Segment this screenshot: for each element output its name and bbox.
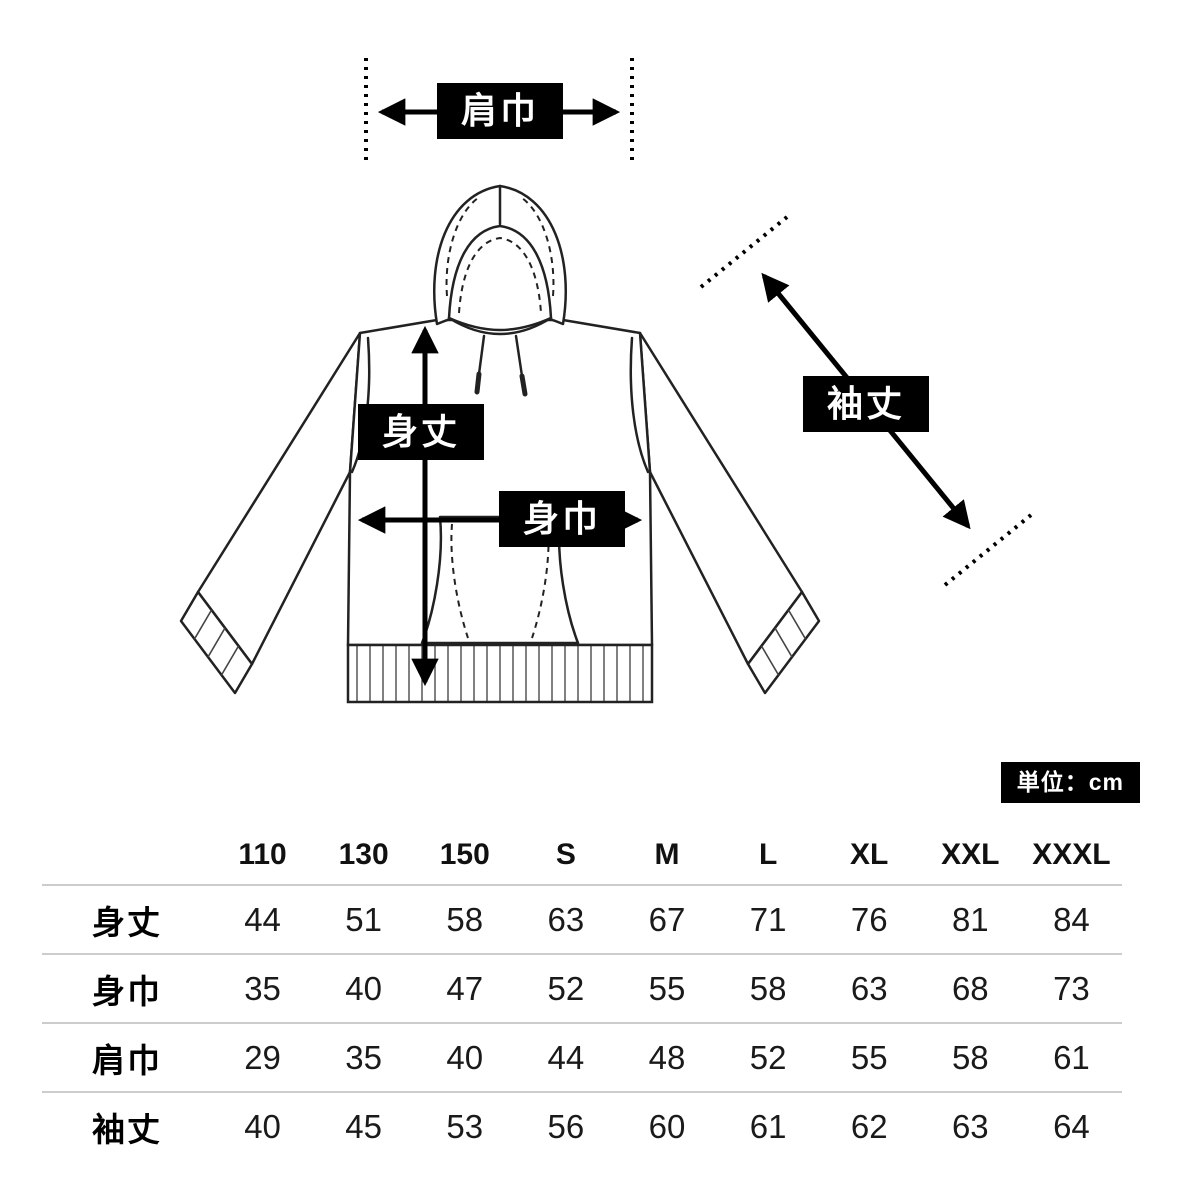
size-value-cell: 44 (244, 900, 281, 938)
size-value-cell: 71 (749, 900, 787, 938)
left-sleeve (179, 331, 362, 695)
size-value-cell: 29 (244, 1038, 281, 1076)
hem-band (346, 643, 654, 704)
measurement-row-label: 肩巾 (92, 1041, 162, 1079)
size-table: 110 130 150 S M L XL XXL XXXL 身丈 44 51 58 63 67 71 76 81 8… (42, 826, 1122, 1160)
size-value-cell: 63 (850, 969, 888, 1007)
size-value-cell: 35 (244, 969, 281, 1007)
right-sleeve (638, 331, 821, 695)
size-table-row: 身巾 35 40 47 52 55 58 63 68 73 (42, 954, 1122, 1023)
size-table-row: 肩巾 29 35 40 44 48 52 55 58 61 (42, 1023, 1122, 1092)
size-value-cell: 68 (951, 969, 989, 1007)
size-column-header: L (758, 838, 778, 871)
size-table-header-row: 110 130 150 S M L XL XXL XXXL (42, 826, 1122, 885)
size-value-cell: 58 (446, 900, 484, 938)
size-value-cell: 76 (850, 900, 888, 938)
size-column-header: S (555, 838, 576, 871)
measurement-row-label: 袖丈 (92, 1110, 162, 1148)
size-value-cell: 62 (850, 1107, 888, 1145)
size-column-header: M (654, 838, 680, 871)
size-table-row: 身丈 44 51 58 63 67 71 76 81 84 (42, 885, 1122, 954)
size-value-cell: 60 (648, 1107, 686, 1145)
shoulder-width-label: 肩巾 (436, 83, 564, 139)
size-value-cell: 47 (446, 969, 484, 1007)
size-value-cell: 44 (547, 1038, 585, 1076)
measurement-row-label: 身丈 (92, 903, 162, 941)
size-value-cell: 52 (547, 969, 585, 1007)
size-value-cell: 53 (446, 1107, 484, 1145)
size-column-header: 150 (439, 838, 490, 871)
size-value-cell: 67 (648, 900, 686, 938)
size-value-cell: 58 (749, 969, 787, 1007)
body-length-label: 身丈 (357, 404, 485, 460)
size-value-cell: 58 (951, 1038, 989, 1076)
size-table-row: 袖丈 40 45 53 56 60 61 62 63 64 (42, 1092, 1122, 1160)
hoodie-measurement-diagram (179, 58, 1033, 704)
size-value-cell: 63 (547, 900, 585, 938)
size-value-cell: 40 (446, 1038, 484, 1076)
size-column-header: XL (850, 838, 889, 871)
size-value-cell: 61 (749, 1107, 787, 1145)
hoodie-drawing (179, 184, 821, 704)
body-width-label: 身巾 (498, 491, 626, 547)
size-value-cell: 73 (1053, 969, 1090, 1007)
size-value-cell: 51 (345, 900, 383, 938)
size-value-cell: 55 (648, 969, 686, 1007)
sleeve-length-label: 袖丈 (802, 376, 930, 432)
hood (433, 184, 567, 397)
size-value-cell: 55 (850, 1038, 888, 1076)
size-column-header: 130 (338, 838, 389, 871)
size-column-header: XXXL (1032, 838, 1111, 871)
size-value-cell: 45 (345, 1107, 383, 1145)
size-value-cell: 35 (345, 1038, 383, 1076)
table-corner-cell (42, 826, 212, 885)
size-column-header: 110 (238, 838, 287, 871)
size-value-cell: 40 (345, 969, 383, 1007)
kangaroo-pocket (420, 515, 580, 645)
measurement-row-label: 身巾 (92, 972, 162, 1010)
size-value-cell: 84 (1053, 900, 1090, 938)
size-value-cell: 63 (951, 1107, 989, 1145)
size-value-cell: 52 (749, 1038, 787, 1076)
size-value-cell: 81 (951, 900, 989, 938)
unit-badge: 単位：cm (1000, 762, 1140, 803)
size-value-cell: 61 (1053, 1038, 1090, 1076)
size-value-cell: 64 (1053, 1107, 1090, 1145)
size-value-cell: 48 (648, 1038, 686, 1076)
size-value-cell: 40 (244, 1107, 281, 1145)
size-column-header: XXL (941, 838, 1000, 871)
size-value-cell: 56 (547, 1107, 585, 1145)
